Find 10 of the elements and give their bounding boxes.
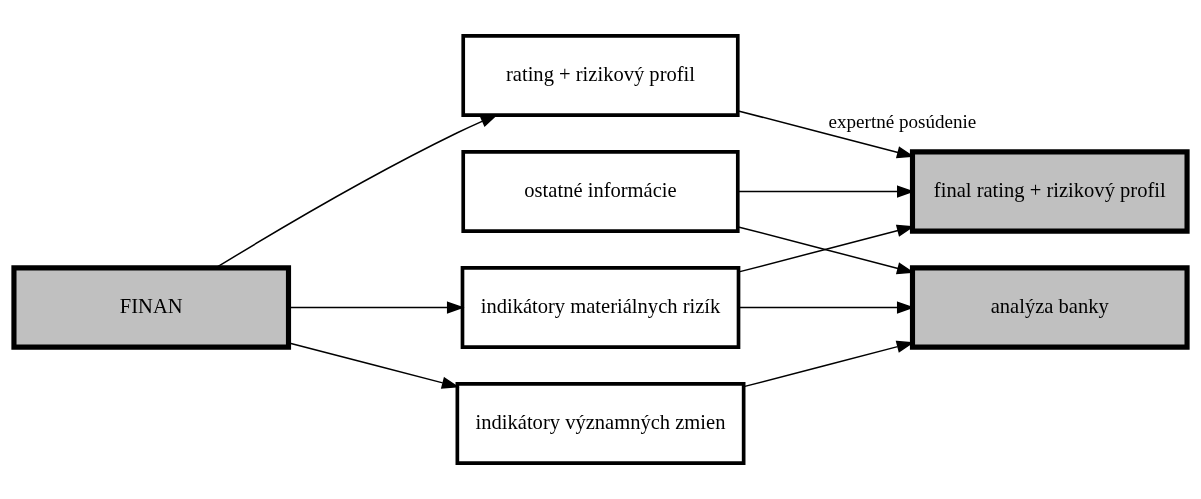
node-box: indikátory významných zmien (455, 382, 746, 465)
arrow (288, 342, 460, 389)
edge-label: expertné posúdenie (828, 111, 977, 133)
arrow (288, 301, 465, 314)
node-box: final rating + rizikový profil (909, 149, 1190, 234)
node-box: analýza banky (909, 265, 1190, 350)
node-box: ostatné informácie (461, 150, 740, 233)
node-box: indikátory materiálnych rizík (460, 266, 741, 349)
node-box: rating + rizikový profil (461, 34, 740, 117)
node-box: FINAN (11, 265, 292, 350)
